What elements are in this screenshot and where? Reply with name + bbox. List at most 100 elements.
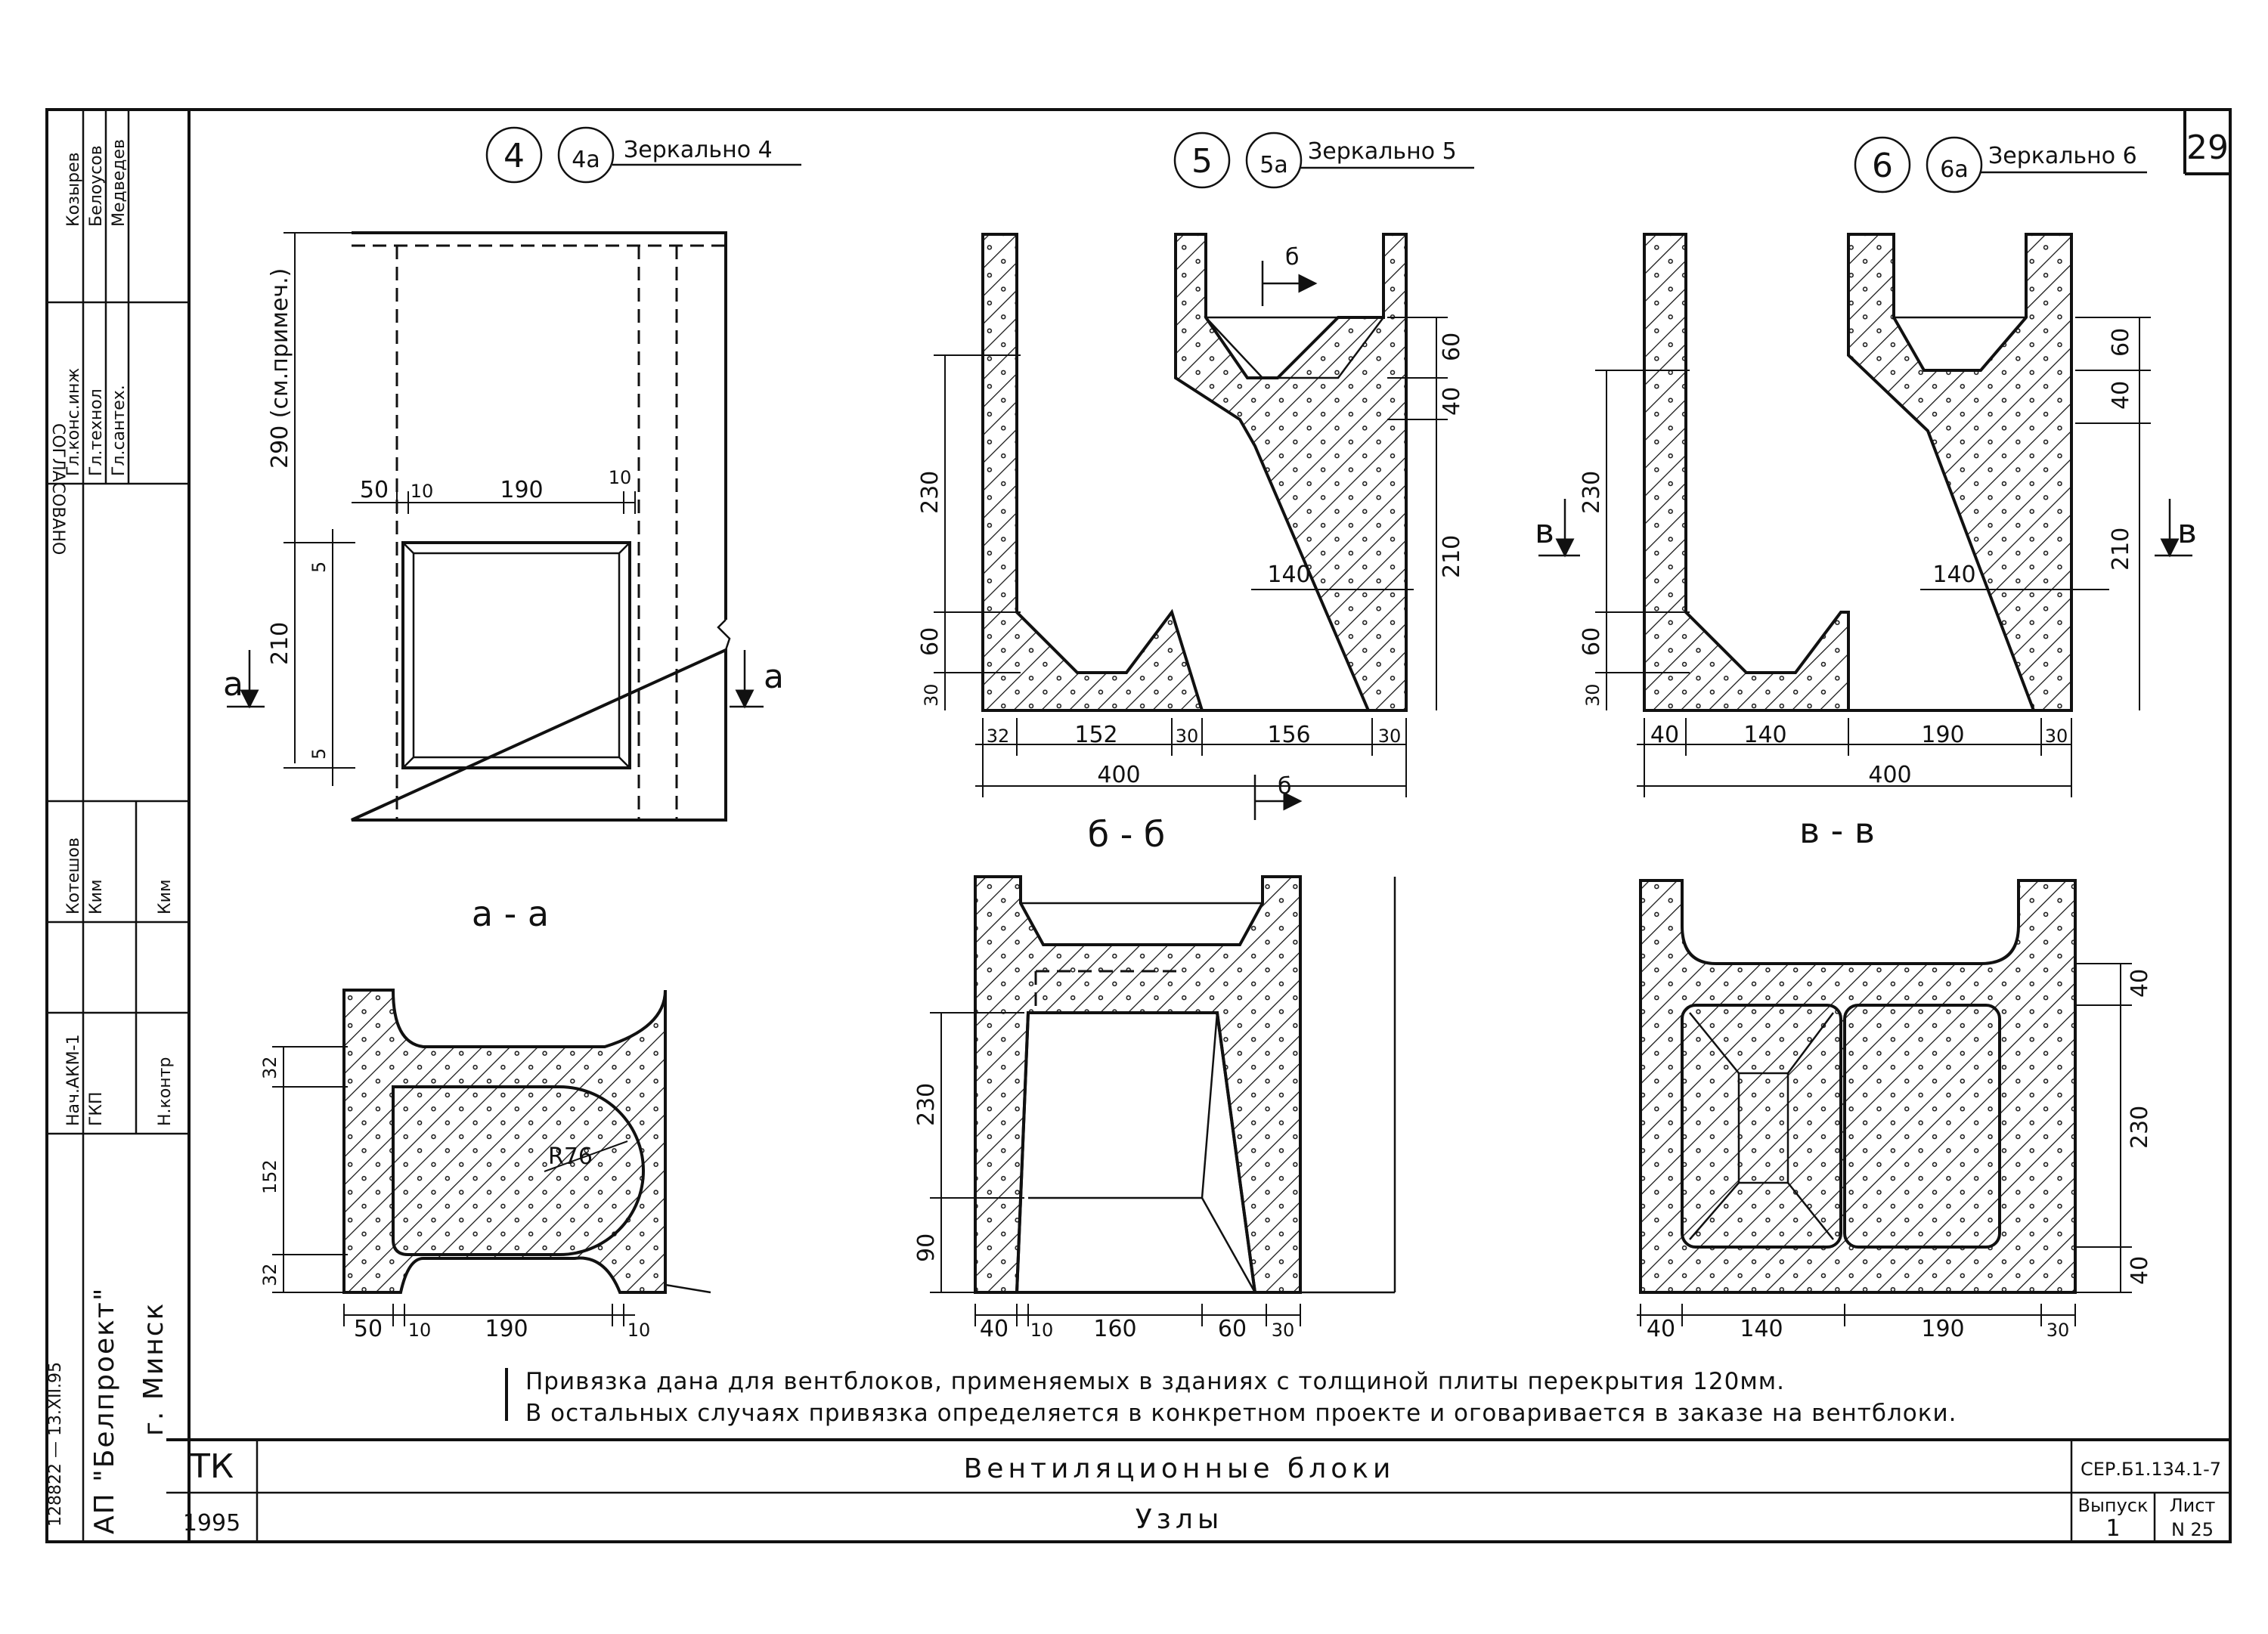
node-6-section	[1637, 879, 2132, 1326]
title-subtitle: Узлы	[1136, 1504, 1224, 1535]
n4s-dim-152: 152	[259, 1159, 280, 1194]
name-3: Медведев	[110, 139, 129, 227]
n5s-dim-60: 60	[1218, 1316, 1247, 1342]
n5-dim-230: 230	[917, 471, 943, 514]
role-3: Гл.сантех.	[110, 385, 129, 476]
n6s-dim-b40: 40	[1647, 1316, 1675, 1342]
n4-dim-10b: 10	[609, 467, 632, 488]
title-code-left: ТК	[189, 1447, 234, 1486]
n6-cut-left: в	[1535, 512, 1554, 551]
n5-dim-r60: 60	[1439, 333, 1465, 361]
n5-dim-60: 60	[917, 627, 943, 656]
n6-dim-230: 230	[1579, 471, 1605, 514]
n6-dim-total: 400	[1868, 762, 1911, 788]
node-6-header	[1854, 136, 2147, 193]
node-4-elevation	[227, 231, 764, 822]
n5-dim-r40: 40	[1439, 387, 1465, 416]
n6s-dim-40a: 40	[2127, 969, 2153, 998]
n4-section-title: а - а	[472, 893, 549, 934]
node-5a-mark: 5а	[1259, 152, 1287, 178]
signer-name-3: Ким	[156, 879, 175, 914]
n5s-dim-90: 90	[913, 1233, 940, 1262]
n5-dim-30: 30	[921, 683, 942, 707]
n5s-dim-160: 160	[1093, 1316, 1136, 1342]
role-1: Гл.конс.инж	[64, 368, 83, 476]
node-5-mirror: Зеркально 5	[1308, 138, 1457, 165]
n6-dim-b190: 190	[1921, 722, 1964, 748]
role-2: Гл.технол	[87, 388, 106, 476]
n5s-dim-10: 10	[1030, 1320, 1054, 1341]
n5-dim-r210: 210	[1439, 535, 1465, 578]
approved-label: СОГЛАСОВАНО	[48, 423, 67, 555]
node-4-mirror: Зеркально 4	[624, 137, 773, 163]
n6-dim-r210: 210	[2108, 528, 2134, 571]
n6-dim-30: 30	[1582, 683, 1603, 707]
n6-dim-140: 140	[1932, 562, 1975, 588]
node-6-mirror: Зеркально 6	[1988, 143, 2137, 169]
n5-dim-total: 400	[1097, 762, 1140, 788]
n5s-dim-40: 40	[980, 1316, 1009, 1342]
n4s-dim-32a: 32	[259, 1056, 280, 1079]
node-6a-mark: 6а	[1940, 156, 1968, 183]
n4s-radius: R76	[548, 1143, 593, 1170]
n6s-dim-230: 230	[2127, 1106, 2153, 1149]
n4s-dim-32b: 32	[259, 1263, 280, 1286]
n6-dim-60: 60	[1579, 627, 1605, 656]
n5-dim-b156: 156	[1267, 722, 1310, 748]
org-name: АП "Белпроект"	[89, 1287, 120, 1534]
n6s-dim-b140: 140	[1740, 1316, 1783, 1342]
node-4-header	[485, 126, 801, 184]
node-4a-mark: 4а	[572, 147, 600, 173]
n4s-dim-10b: 10	[627, 1320, 651, 1341]
n6s-dim-b30: 30	[2046, 1320, 2070, 1341]
n4s-dim-10a: 10	[408, 1320, 432, 1341]
node-5-mark: 5	[1191, 142, 1213, 181]
n4-dim-5a: 5	[308, 562, 330, 573]
side-approval-block	[47, 110, 189, 1542]
n4s-dim-190: 190	[485, 1316, 528, 1342]
n4-cut-right: а	[764, 658, 784, 696]
n4-dim-210: 210	[267, 622, 293, 665]
signer-name-2: Ким	[87, 879, 106, 914]
node-5-section	[930, 875, 1396, 1326]
n6-dim-b140: 140	[1743, 722, 1786, 748]
stamp-number: 128822 — 13.XII.95	[46, 1362, 65, 1527]
node-6-mark: 6	[1872, 147, 1893, 185]
n6-dim-b30: 30	[2045, 726, 2068, 747]
n5-cut-top: б	[1285, 244, 1300, 271]
title-main: Вентиляционные блоки	[964, 1453, 1396, 1484]
n4-dim-height: 290 (см.примеч.)	[267, 268, 293, 469]
node-5-elevation	[934, 233, 1448, 820]
n5s-dim-30: 30	[1272, 1320, 1295, 1341]
name-1: Козырев	[64, 152, 83, 227]
n6-dim-r40: 40	[2108, 381, 2134, 410]
sheet-number: 29	[2186, 128, 2229, 167]
signer-name-1: Котешов	[64, 837, 83, 914]
issue-label: Выпуск	[2078, 1495, 2149, 1516]
series-code: СЕР.Б1.134.1-7	[2081, 1459, 2221, 1480]
n5s-dim-230: 230	[913, 1083, 940, 1126]
n4-dim-190: 190	[500, 477, 543, 503]
n5-cut-bottom: б	[1278, 773, 1292, 800]
n5-dim-b30b: 30	[1378, 726, 1402, 747]
signer-role-3: Н.контр	[156, 1057, 175, 1126]
signer-role-1: Нач.АКМ-1	[64, 1034, 83, 1126]
n5-dim-b32: 32	[987, 726, 1010, 747]
list-value: N 25	[2171, 1519, 2214, 1540]
n6-dim-b40: 40	[1650, 722, 1679, 748]
node-4-section	[272, 989, 711, 1326]
list-label: Лист	[2170, 1495, 2216, 1516]
n4s-dim-50: 50	[354, 1316, 383, 1342]
n4-cut-left: а	[223, 665, 243, 704]
n5-dim-b152: 152	[1074, 722, 1117, 748]
n5-section-title: б - б	[1088, 814, 1166, 855]
city-name: г. Минск	[138, 1302, 169, 1436]
name-2: Белоусов	[87, 145, 106, 227]
n5-dim-140: 140	[1267, 562, 1310, 588]
note-line-2: В остальных случаях привязка определяетс…	[525, 1400, 1957, 1427]
n6-section-title: в - в	[1799, 810, 1875, 851]
n6s-dim-b190: 190	[1921, 1316, 1964, 1342]
node-5-header	[1173, 132, 1474, 189]
issue-value: 1	[2105, 1515, 2120, 1542]
